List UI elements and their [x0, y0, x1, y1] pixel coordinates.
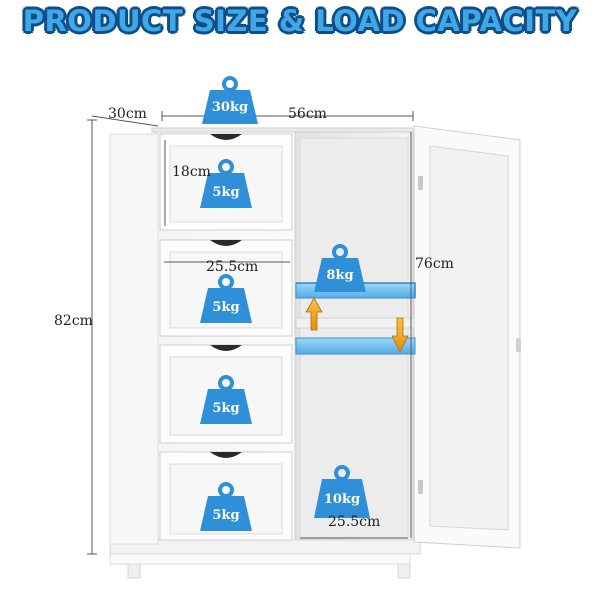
drawer-2: [159, 239, 293, 337]
weight-icon: [200, 375, 252, 424]
cabinet-door: [413, 125, 521, 549]
weight-icon: [200, 159, 252, 208]
cabinet-height-label: 76cm: [415, 256, 454, 272]
drawer-1-load-label: 5kg: [212, 185, 240, 200]
drawer-height-label: 18cm: [172, 164, 211, 180]
top-load-label: 30kg: [211, 100, 249, 115]
weight-icon: [200, 274, 252, 323]
drawer-width-label: 25.5cm: [206, 259, 259, 275]
drawer-3-load-label: 5kg: [212, 401, 240, 416]
depth-label: 30cm: [108, 106, 147, 122]
height-label: 82cm: [54, 313, 93, 329]
weight-icon: [202, 76, 258, 124]
weight-icon: [200, 482, 252, 531]
shelf-load-label: 8kg: [326, 268, 354, 283]
drawer-4-load-label: 5kg: [212, 508, 240, 523]
drawer-2-load-label: 5kg: [212, 300, 240, 315]
shelf-middle: [295, 317, 415, 329]
arrow-up-icon: [305, 297, 323, 331]
weight-icon: [314, 244, 366, 292]
cabinet-width-label: 25.5cm: [328, 514, 381, 530]
shelf-lower: [295, 337, 416, 355]
width-label: 56cm: [288, 106, 327, 122]
page-title: PRODUCT SIZE & LOAD CAPACITY: [22, 4, 578, 38]
weight-icon: [314, 465, 370, 518]
cabinet-bottom-load-label: 10kg: [323, 492, 361, 507]
dimension-lines: [87, 111, 414, 555]
arrow-down-icon: [391, 317, 409, 353]
